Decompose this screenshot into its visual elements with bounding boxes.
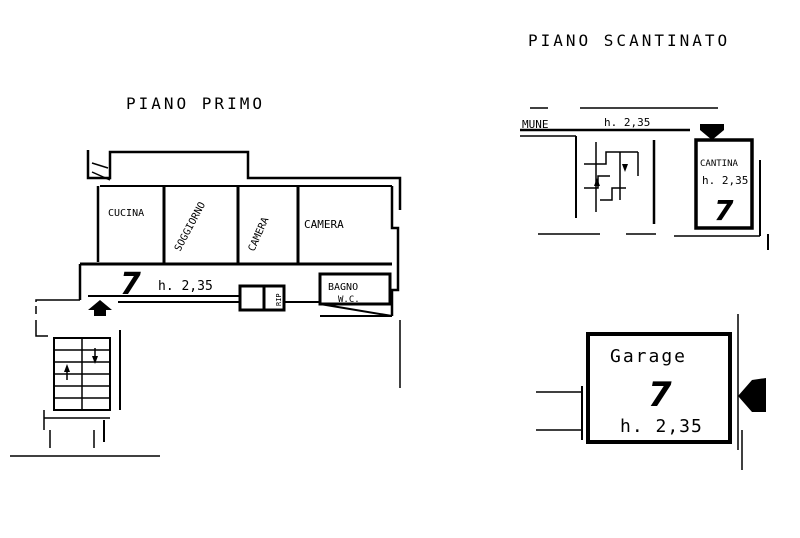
garage-entry-arrow-icon xyxy=(738,378,766,412)
first-floor-unit-number: 7 xyxy=(120,267,141,302)
first-floor-title: PIANO PRIMO xyxy=(126,94,265,113)
room-label-living: SOGGIORNO xyxy=(173,200,208,253)
room-label-camera-large: CAMERA xyxy=(304,218,344,231)
basement-common-height: h. 2,35 xyxy=(604,116,650,129)
stair-arrow-up-icon xyxy=(594,178,600,186)
entry-arrow-icon xyxy=(88,300,112,316)
basement-title: PIANO SCANTINATO xyxy=(528,31,730,50)
garage-label: Garage xyxy=(610,346,687,367)
first-floor-plan xyxy=(10,150,402,457)
cellar-height: h. 2,35 xyxy=(702,174,748,187)
first-floor-height: h. 2,35 xyxy=(158,279,213,294)
garage-number: 7 xyxy=(648,375,672,415)
cellar-entry-arrow-icon xyxy=(700,124,724,140)
room-label-wc: W.C. xyxy=(338,295,360,305)
cellar-number: 7 xyxy=(714,194,734,227)
basement-common-label: MUNE xyxy=(522,118,549,131)
room-label-camera-small: CAMERA xyxy=(247,216,272,253)
room-label-rip: RIP xyxy=(275,293,283,306)
garage-height: h. 2,35 xyxy=(620,416,703,437)
cellar-label: CANTINA xyxy=(700,159,739,169)
stair-arrow-up-icon xyxy=(64,364,70,372)
basement-plan xyxy=(520,107,769,470)
room-label-bath: BAGNO xyxy=(328,282,358,293)
stair-arrow-down-icon xyxy=(92,356,98,364)
room-label-kitchen: CUCINA xyxy=(108,208,144,219)
stair-arrow-down-icon xyxy=(622,164,628,172)
